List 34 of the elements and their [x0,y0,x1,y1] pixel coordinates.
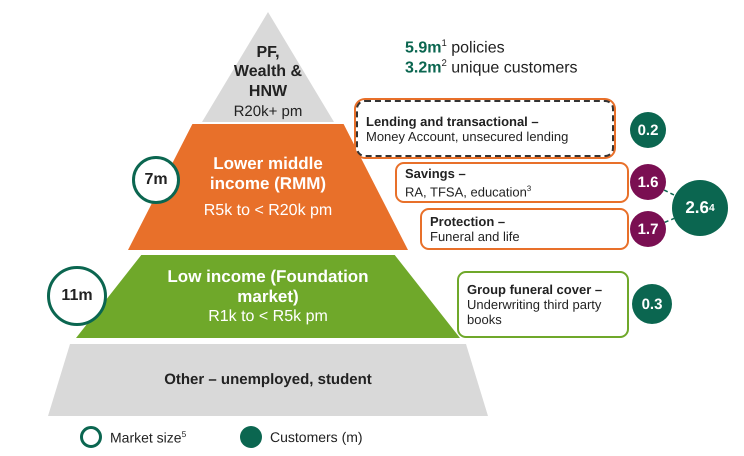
pyramid-tier [48,344,488,416]
card-heading: Lending and transactional – [366,114,540,128]
market-size-circle: 11m [47,266,107,326]
stat-text: 5.9m$^{1}$ policies [405,38,505,58]
customer-count-circle: 1.6 [630,164,666,200]
market-size-circle: 7m [132,156,180,204]
customer-count-circle: 0.2 [630,112,666,148]
card-description: RA, TFSA, education$^{3}$ [405,182,532,200]
tier-heading: PF, Wealth & HNW [233,43,303,101]
product-card [356,100,614,157]
pyramid-tier [202,12,334,122]
tier-heading: Lower middle income (RMM) [208,154,328,195]
card-description: Underwriting third party books [467,297,602,327]
stat-text: 3.2m$^{2}$ unique customers [405,58,578,78]
card-heading: Group funeral cover – [467,282,604,297]
income-range: R1k to < R5k pm [208,307,328,326]
income-range: R20k+ pm [234,102,302,121]
product-card [457,271,629,338]
product-card [420,208,629,250]
card-heading: Savings – [405,166,467,181]
legend-text: Market size$^{5}$ [110,429,186,446]
connector-line [664,189,676,196]
card-heading: Protection – [430,214,506,229]
customer-count-circle: 0.3 [632,284,672,324]
legend-text: Customers (m) [270,429,363,445]
customer-count-circle: 1.7 [630,211,666,247]
tier-heading: Other – unemployed, student [164,371,372,389]
tier-heading: Low income (Foundation market) [166,266,370,308]
connector-line [664,218,674,223]
customer-count-circle: 2.6$^{4}$ [672,180,728,236]
product-card [395,162,629,203]
income-range: R5k to < R20k pm [204,200,332,220]
card-description: Funeral and life [430,229,521,244]
card-description: Money Account, unsecured lending [366,128,570,144]
